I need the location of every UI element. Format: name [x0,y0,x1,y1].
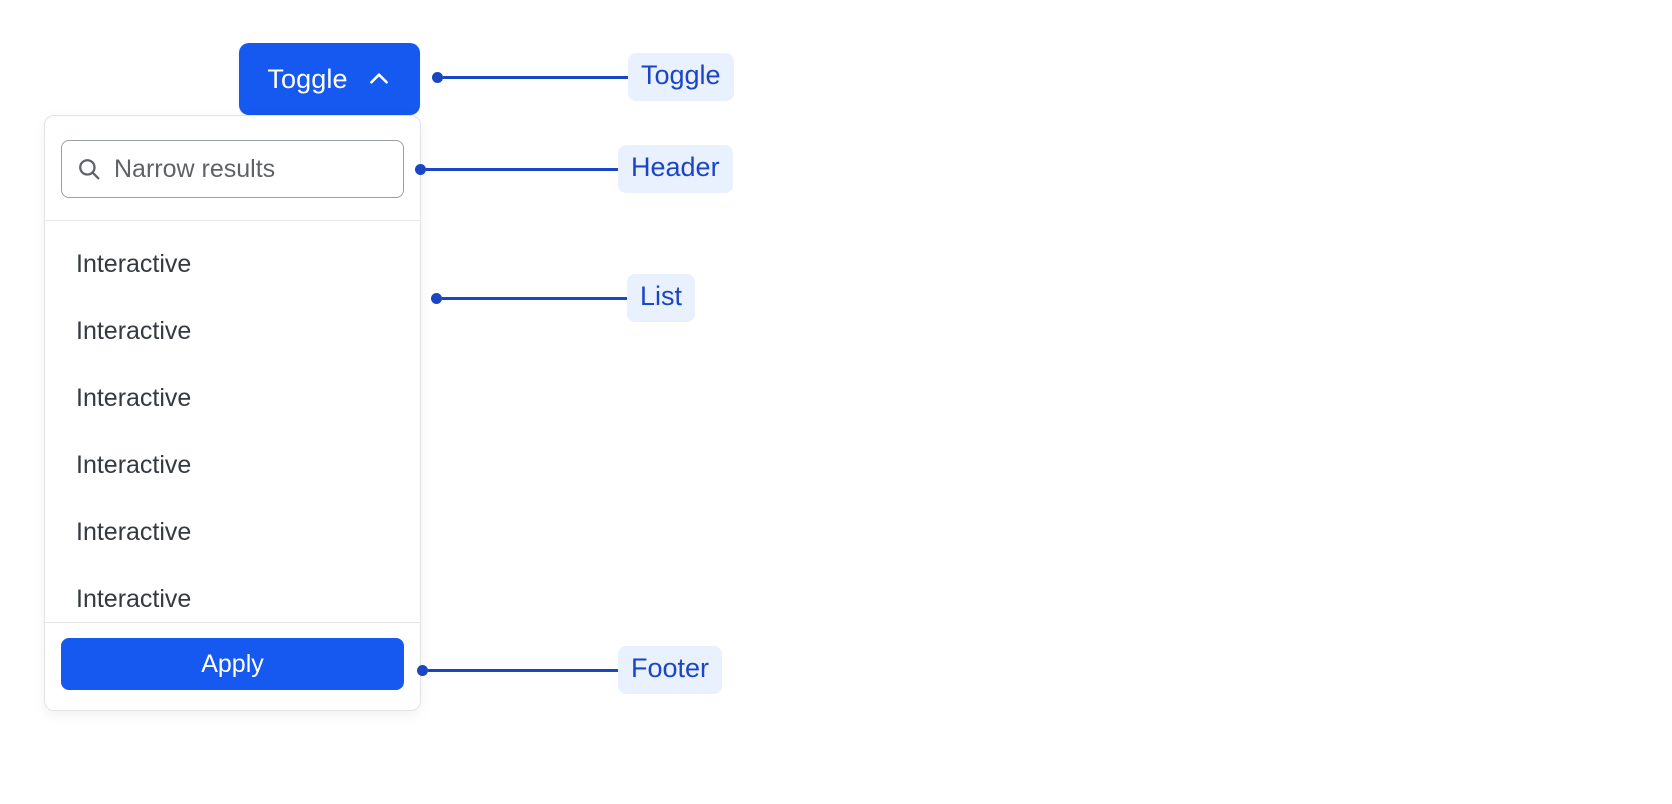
callout-dot [417,664,428,676]
callout-label-list: List [627,274,696,322]
search-icon [76,156,102,182]
panel-footer: Apply [45,622,420,710]
callout-line [426,167,618,171]
list-item[interactable]: Interactive [76,384,192,412]
panel-header [45,116,420,221]
callout-label-toggle: Toggle [628,53,734,101]
panel-list[interactable]: Interactive Interactive Interactive Inte… [45,221,420,622]
callout-line [428,668,618,672]
toggle-button-label: Toggle [267,63,348,94]
chevron-up-icon [366,66,392,92]
search-input[interactable] [114,154,389,184]
callout-dot [432,71,443,83]
list-item[interactable]: Interactive [76,250,192,278]
list-item[interactable]: Interactive [76,518,192,546]
list-item[interactable]: Interactive [76,317,192,345]
apply-button[interactable]: Apply [61,638,404,690]
callout-label-footer: Footer [618,646,723,694]
callout-line [443,75,628,79]
list-item[interactable]: Interactive [76,451,192,479]
search-box[interactable] [61,140,404,198]
callout-dot [431,292,442,304]
dropdown-panel: Interactive Interactive Interactive Inte… [44,115,421,711]
list-item[interactable]: Interactive [76,585,192,613]
toggle-button[interactable]: Toggle [239,43,420,115]
callout-dot [415,163,426,175]
callout-label-header: Header [618,145,733,193]
callout-line [442,296,627,300]
